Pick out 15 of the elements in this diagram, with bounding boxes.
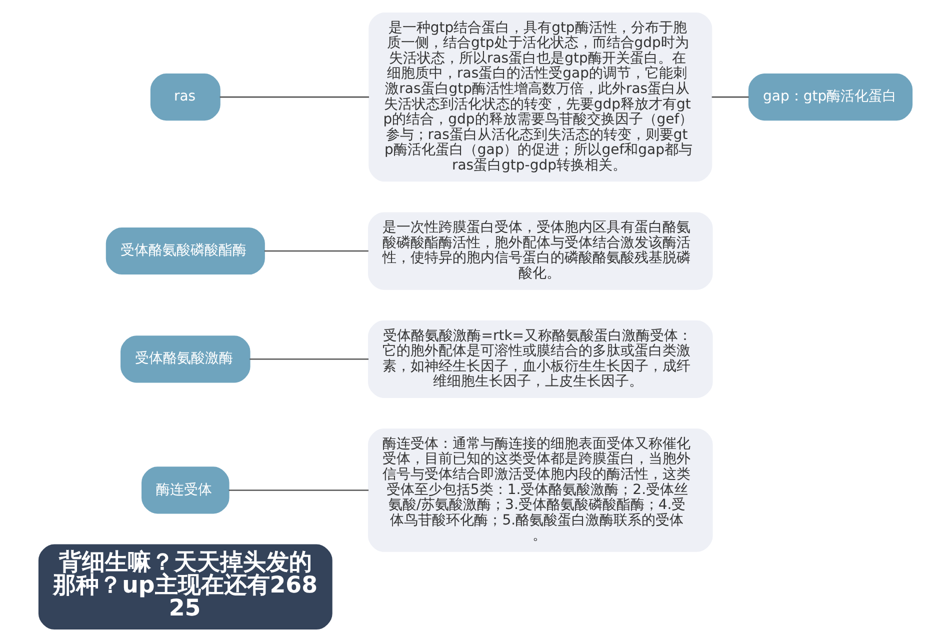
node-box: gap：gtp酶活化蛋白 [748, 74, 912, 121]
node-box: 酶连受体：通常与酶连接的细胞表面受体又称催化受体，目前已知的这类受体都是跨膜蛋白，当胞外信号与受体结合即激活受体胞内段的酶活性，这类受体至少包括5类：1.受体酪氨酸激酶；2.受体丝氨酸/苏氨酸激酶；3.受体酪氨酸磷酸酯酶；4.受体鸟苷酸环化酶；5.酪氨酸蛋白激酶联系的受体。 [368, 428, 712, 552]
connector [228, 490, 368, 491]
node-box: 受体酪氨酸激酶 [120, 336, 250, 383]
node-box: 背细生嘛？天天掉头发的那种？up主现在还有26825 [38, 544, 332, 630]
connector [264, 250, 368, 252]
connector [219, 96, 369, 98]
node-box: 受体酪氨酸磷酸酯酶 [105, 227, 264, 275]
node-box: 酶连受体 [141, 466, 229, 514]
connector [249, 358, 368, 360]
node-box: 是一次性跨膜蛋白受体，受体胞内区具有蛋白酪氨酸磷酸酯酶活性，胞外配体与受体结合激发该酶活性，使特异的胞内信号蛋白的磷酸酪氨酸残基脱磷酸化。 [368, 212, 712, 290]
node-box: 是一种gtp结合蛋白，具有gtp酶活性，分布于胞质一侧，结合gtp处于活化状态，而结合gdp时为失活状态，所以ras蛋白也是gtp酶开关蛋白。在细胞质中，ras蛋白的活性受gap的调节，它能刺激ras蛋白gtp酶活性增高数万倍，此外ras蛋白从失活状态到活化状态的转变，先要gdp释放才有gtp的结合，gdp的释放需要鸟苷酸交换因子（gef）参与；ras蛋白从活化态到失活态的转变，则要gtp酶活化蛋白（gap）的促进；所以gef和gap都与ras蛋白gtp-gdp转换相关。 [368, 12, 712, 182]
connector [711, 96, 748, 98]
node-box: 受体酪氨酸激酶=rtk=又称酪氨酸蛋白激酶受体：它的胞外配体是可溶性或膜结合的多肽或蛋白类激素，如神经生长因子，血小板衍生生长因子，成纤维细胞生长因子，上皮生长因子。 [368, 320, 712, 398]
node-box: ras [150, 74, 220, 121]
